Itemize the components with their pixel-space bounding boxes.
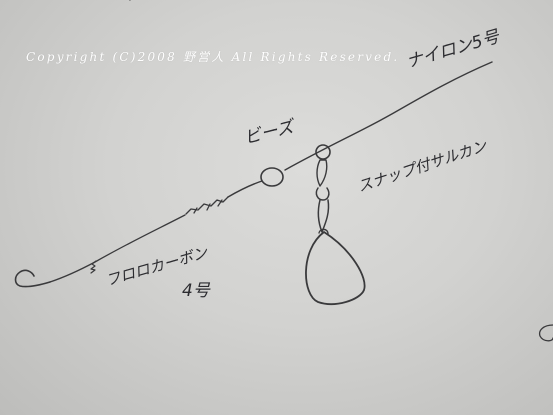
swivel-ring xyxy=(315,144,331,160)
nylon-line xyxy=(284,61,493,171)
fluorocarbon-size-label: 4号 xyxy=(182,281,210,301)
knot xyxy=(185,196,229,215)
leader-line xyxy=(49,214,186,283)
margin-scribble xyxy=(538,324,553,342)
sinker-eye xyxy=(318,228,329,235)
swivel-eye xyxy=(315,187,330,201)
sinker xyxy=(305,231,366,305)
leader-knot xyxy=(90,260,97,274)
swivel-body xyxy=(316,159,328,187)
snap-clip xyxy=(317,199,330,233)
copyright-watermark: Copyright (C)2008 野営人 All Rights Reserve… xyxy=(26,50,400,64)
top-edge-scribble xyxy=(129,0,131,1)
fluorocarbon-line xyxy=(227,180,263,198)
bead xyxy=(260,167,284,187)
hook-icon xyxy=(14,269,51,288)
